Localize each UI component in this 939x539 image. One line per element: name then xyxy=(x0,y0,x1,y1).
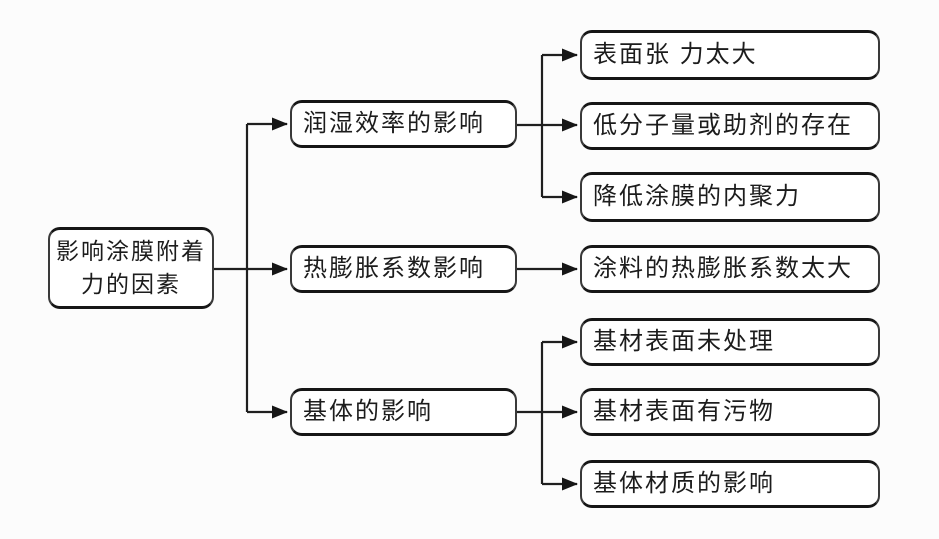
node-leaf-surface-tension-too-high: 表面张 力太大 xyxy=(580,30,880,80)
node-branch-thermal-expansion: 热膨胀系数影响 xyxy=(290,245,517,293)
connector-root-to-branches xyxy=(214,117,288,419)
node-root-adhesion-factors: 影响涂膜附着 力的因素 xyxy=(48,227,214,309)
node-branch-wetting-efficiency: 润湿效率的影响 xyxy=(290,100,517,148)
node-leaf-substrate-surface-contaminated: 基材表面有污物 xyxy=(580,388,880,436)
node-leaf-coating-thermal-expansion-too-high: 涂料的热膨胀系数太大 xyxy=(580,245,880,293)
node-branch-substrate: 基体的影响 xyxy=(290,388,517,436)
node-leaf-substrate-material-influence: 基体材质的影响 xyxy=(580,460,880,508)
node-leaf-substrate-surface-untreated: 基材表面未处理 xyxy=(580,318,880,366)
connector-branch1-to-leaves xyxy=(517,48,578,204)
node-leaf-low-molecular-weight-or-additives: 低分子量或助剂的存在 xyxy=(580,102,880,150)
connector-branch3-to-leaves xyxy=(517,335,578,491)
node-leaf-reduced-film-cohesion: 降低涂膜的内聚力 xyxy=(580,172,880,222)
